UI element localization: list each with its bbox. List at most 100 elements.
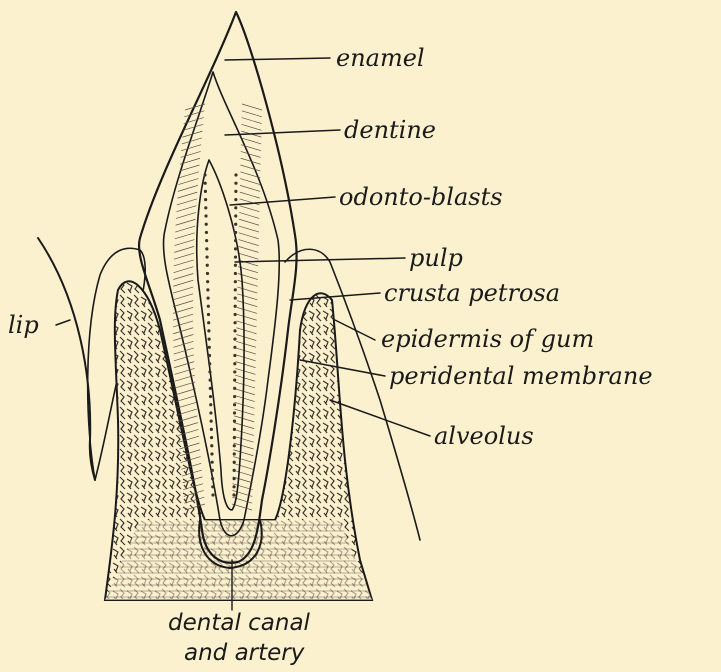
odontoblast-dot [204,182,207,185]
dentine-tubule-line [178,179,198,185]
odontoblast-dot [210,452,213,455]
odontoblast-dot [234,264,237,267]
odontoblast-dot [234,231,237,234]
dentine-tubule-line [176,219,196,225]
odontoblast-dot [234,288,237,291]
dentine-tubule-line [184,111,204,117]
dentine-tubule-line [181,151,201,157]
dentine-tubule-line [238,246,258,252]
dentine-tubule-line [235,368,255,374]
odontoblast-dot [211,469,214,472]
odontoblast-dot [233,370,236,373]
odontoblast-dot [209,395,212,398]
odontoblast-dot [206,264,209,267]
odontoblast-dot [233,395,236,398]
dentine-tubule-line [174,362,194,368]
dentine-tubule-line [234,436,254,442]
dentine-tubule-line [236,341,256,347]
odontoblast-dot [210,436,213,439]
dentine-tubule-line [181,145,201,151]
odontoblast-dot [233,477,236,480]
dentine-tubule-line [174,348,194,354]
odontoblast-dot [205,255,208,258]
dentine-tubule-line [235,402,255,408]
odontoblast-dot [234,255,237,258]
odontoblast-dot [206,272,209,275]
odontoblast-dot [208,338,211,341]
odontoblast-dot [233,428,236,431]
odontoblast-dot [208,362,211,365]
dentine-tubule-line [238,280,258,286]
dentine-tubule-line [242,104,262,110]
dentine-tubule-line [173,321,193,327]
odontoblast-dot [209,387,212,390]
odontoblast-dot [233,387,236,390]
odontoblast-dot [233,329,236,332]
dentine-tubule-line [174,260,194,266]
dentine-tubule-line [240,165,260,171]
odontoblast-dot [208,346,211,349]
dentine-tubule-line [239,233,259,239]
dentine-tubule-line [236,328,256,334]
dentine-tubule-line [234,409,254,415]
dentine-tubule-line [176,402,196,408]
odontoblast-dot [233,461,236,464]
odontoblast-dot [233,362,236,365]
dentine-tubule-line [241,151,261,157]
odontoblast-dot [211,493,214,496]
dentine-tubule-line [239,206,259,212]
dentine-tubule-line [178,185,198,191]
odontoblast-dot [233,420,236,423]
dentine-tubule-line [236,335,256,341]
odontoblast-dot [233,321,236,324]
odontoblast-dot [210,428,213,431]
dentine-tubule-line [237,307,257,313]
odontoblast-dot [208,354,211,357]
dentine-tubule-line [240,179,260,185]
lip-outline [38,238,95,480]
dentine-tubule-line [173,280,193,286]
odontoblast-dot [234,173,237,176]
dentine-tubule-line [173,273,193,279]
dentine-tubule-line [236,355,256,361]
dentine-tubule-line [237,321,257,327]
odontoblast-dot [233,411,236,414]
label-crusta-petrosa: crusta petrosa [384,279,560,307]
odontoblast-dot [234,206,237,209]
odontoblast-dot [207,321,210,324]
odontoblast-dot [204,206,207,209]
dentine-tubule-line [233,470,253,476]
dentine-tubule-line [176,206,196,212]
dentine-tubule-line [173,294,193,300]
label-alveolus: alveolus [434,422,534,450]
dentine-tubule-line [233,457,253,463]
label-dentine: dentine [344,116,436,144]
dentine-tubule-line [174,267,194,273]
dentine-tubule-line [237,287,257,293]
dentine-tubule-line [175,382,195,388]
label-epidermis-of-gum: epidermis of gum [381,325,594,353]
dentine-tubule-line [242,118,262,124]
odontoblast-dot [234,223,237,226]
dentine-tubule-line [234,429,254,435]
odontoblast-dot [234,313,237,316]
odontoblast-dot [211,485,214,488]
label-peridental-membrane: peridental membrane [389,362,653,390]
dentine-tubule-line [182,138,202,144]
dentine-tubule-line [173,301,193,307]
label-lip: lip [8,311,39,339]
dentine-tubule-line [173,328,193,334]
label-pulp: pulp [409,244,463,272]
dentine-tubule-line [177,199,197,205]
dentine-tubule-line [239,240,259,246]
dentine-tubule-line [174,246,194,252]
label-dental-canal: dental canal [168,610,311,636]
dentine-tubule-line [173,287,193,293]
odontoblast-dot [233,354,236,357]
label-odontoblasts: odonto-blasts [339,183,503,211]
odontoblast-dot [233,436,236,439]
odontoblast-dot [233,338,236,341]
odontoblast-dot [234,239,237,242]
